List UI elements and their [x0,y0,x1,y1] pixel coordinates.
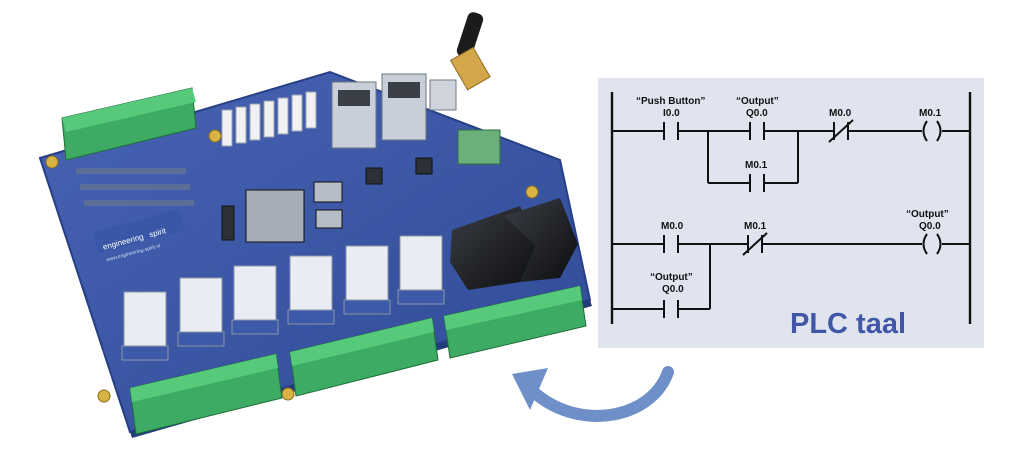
rung1-coil [922,120,942,142]
header-connectors [221,91,317,147]
svg-text:spirit: spirit [148,226,167,239]
rung2-nc-addr: M0.1 [744,221,767,232]
antenna [449,12,491,91]
rung1-branch-addr: M0.1 [745,160,768,171]
rung2-coil [922,233,942,255]
heatsink [450,198,578,290]
rung1-contact2-tag: “Output” [736,96,779,107]
rung1-contact2-addr: Q0.0 [746,108,768,119]
rung2-contact [663,235,679,253]
terminal-blocks-bottom [129,285,587,435]
rung2-branch [612,244,711,318]
rung-1: “Push Button” I0.0 “Output” Q0.0 M0.0 M0… [612,96,970,192]
plc-title: PLC taal [790,308,907,340]
rung2-coil-addr: Q0.0 [919,221,941,232]
terminal-block-top-left [61,87,197,161]
relays [121,235,445,361]
rung1-contact1-tag: “Push Button” [636,96,705,107]
ethernet-ports [331,73,427,149]
rung-2: M0.0 M0.1 “Output” Q0.0 “Output” Q0.0 [612,209,970,318]
rung2-branch-addr: Q0.0 [662,284,684,295]
rung2-nc-contact [742,232,768,256]
rung2-branch-tag: “Output” [650,272,693,283]
rung1-coil-addr: M0.1 [919,108,942,119]
rung1-contact-push-button [663,122,679,140]
sim-slot [429,79,457,111]
wireless-module [457,129,501,165]
rung2-contact1-addr: M0.0 [661,221,684,232]
rung2-coil-tag: “Output” [906,209,949,220]
rung1-contact-output [749,122,765,140]
curved-arrow [512,366,674,422]
rung1-nc-addr: M0.0 [829,108,852,119]
rung1-branch [707,131,799,192]
rung1-nc-contact [828,119,854,143]
ladder-diagram-panel [598,78,984,348]
led-array [76,168,194,206]
rung1-contact1-addr: I0.0 [663,108,680,119]
ic-chips [221,157,433,243]
